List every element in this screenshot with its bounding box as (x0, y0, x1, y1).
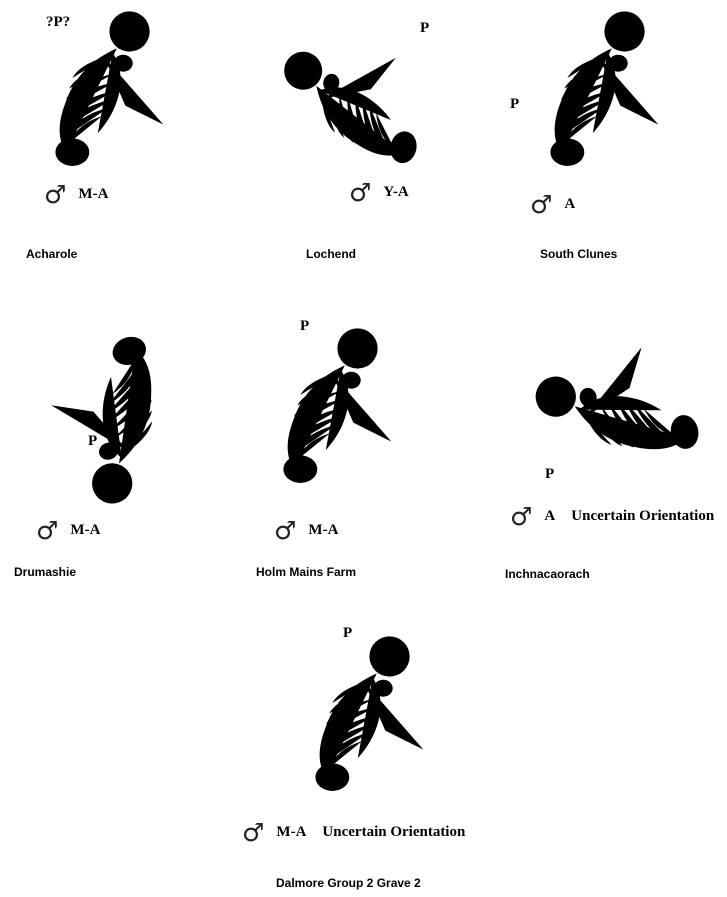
p-label-south-clunes: P (510, 96, 519, 113)
male-symbol-icon: ♂ (242, 820, 264, 845)
age-label-drumashie: M-A (70, 522, 100, 539)
age-label-south-clunes: A (564, 196, 575, 213)
male-symbol-icon: ♂ (36, 518, 58, 543)
male-symbol-icon: ♂ (530, 192, 552, 217)
age-label-acharole: M-A (78, 186, 108, 203)
site-label-drumashie: Drumashie (14, 565, 76, 579)
skeleton-dalmore (290, 630, 470, 810)
sex-age-drumashie: ♂ M-A (36, 518, 100, 543)
male-symbol-icon: ♂ (510, 504, 532, 529)
site-label-lochend: Lochend (306, 247, 356, 261)
sex-age-acharole: ♂ M-A (44, 182, 108, 207)
skeleton-inchnacaorach (530, 310, 710, 480)
age-label-inchnacaorach: A (544, 508, 555, 525)
age-label-lochend: Y-A (383, 184, 408, 201)
p-label-lochend: P (420, 20, 429, 37)
p-label-inchnacaorach: P (545, 466, 554, 483)
sex-age-lochend: ♂ Y-A (349, 180, 409, 205)
skeleton-holm-mains-farm (258, 322, 438, 502)
p-label-acharole: ?P? (46, 14, 70, 31)
site-label-dalmore: Dalmore Group 2 Grave 2 (276, 876, 421, 890)
p-label-dalmore: P (343, 625, 352, 642)
site-label-south-clunes: South Clunes (540, 247, 617, 261)
skeleton-south-clunes (525, 10, 705, 180)
skeleton-drumashie (10, 325, 190, 505)
site-label-acharole: Acharole (26, 247, 77, 261)
p-label-drumashie: P (88, 433, 97, 450)
male-symbol-icon: ♂ (44, 182, 66, 207)
male-symbol-icon: ♂ (349, 180, 371, 205)
sex-age-holm-mains-farm: ♂ M-A (274, 518, 338, 543)
male-symbol-icon: ♂ (274, 518, 296, 543)
orientation-note-inchnacaorach: Uncertain Orientation (571, 508, 714, 525)
p-label-holm-mains-farm: P (300, 318, 309, 335)
site-label-holm-mains-farm: Holm Mains Farm (256, 565, 356, 579)
orientation-note-dalmore: Uncertain Orientation (322, 824, 465, 841)
sex-age-dalmore: ♂ M-A Uncertain Orientation (242, 820, 465, 845)
age-label-dalmore: M-A (276, 824, 306, 841)
sex-age-south-clunes: ♂ A (530, 192, 575, 217)
skeleton-acharole (30, 10, 210, 180)
sex-age-inchnacaorach: ♂ A Uncertain Orientation (510, 504, 714, 529)
site-label-inchnacaorach: Inchnacaorach (505, 567, 590, 581)
age-label-holm-mains-farm: M-A (308, 522, 338, 539)
